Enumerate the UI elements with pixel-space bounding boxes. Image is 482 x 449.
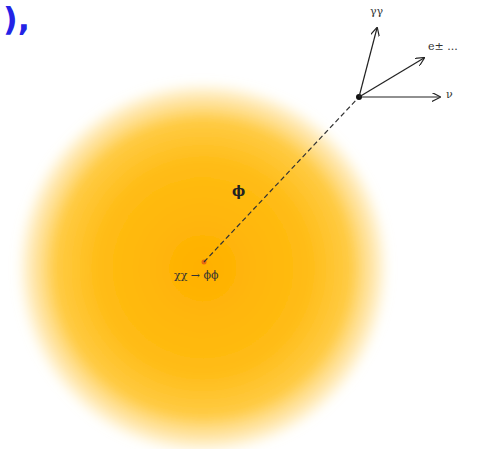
sun-disc [15, 80, 391, 449]
particle-label: ν [446, 89, 453, 101]
particle-label: γγ [370, 6, 383, 18]
process-label: χχ → ϕϕ [174, 270, 219, 282]
particle-label: ϕ [232, 184, 245, 199]
slide-fragment: ), [3, 2, 30, 37]
photon-arrow [359, 28, 377, 97]
mediator-path [204, 97, 359, 262]
electron-arrow [359, 58, 424, 97]
particle-label: e± ... [428, 41, 458, 53]
neutrino-arrow [359, 96, 440, 97]
